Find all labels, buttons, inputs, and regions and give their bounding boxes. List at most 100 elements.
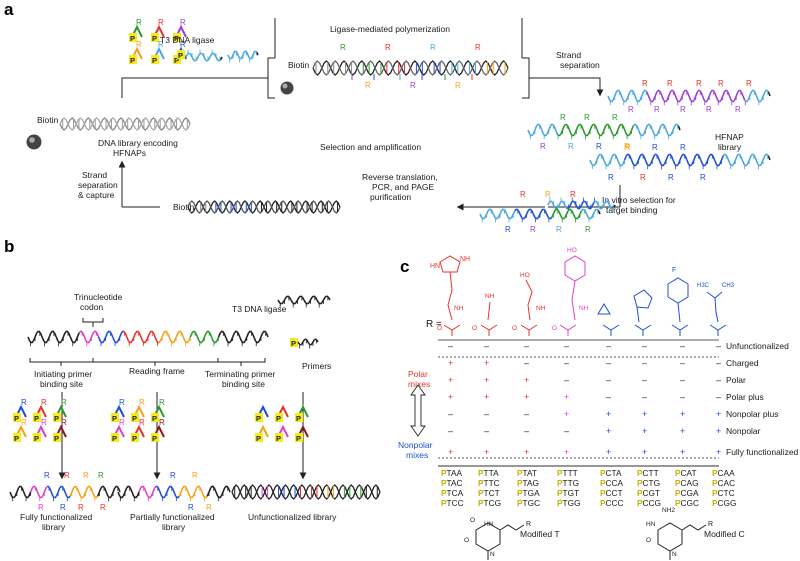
strand-segment	[308, 343, 311, 346]
helix-backbone	[59, 117, 191, 131]
strand-segment	[253, 50, 257, 53]
strand-segment	[148, 495, 152, 499]
strand-segment	[705, 99, 709, 103]
strand-sep-label: Strand separation	[556, 50, 600, 70]
row-label: Charged	[726, 358, 759, 368]
strand-segment	[617, 125, 621, 131]
r-group-label: R	[61, 418, 67, 427]
strand-segment	[53, 332, 57, 338]
strand-segment	[29, 340, 33, 344]
strand-segment	[681, 91, 685, 97]
strand-segment	[30, 340, 34, 344]
strand-segment	[630, 125, 635, 131]
matrix-cell: –	[448, 341, 453, 351]
phosphate-prefix: P	[712, 478, 718, 488]
strand-segment	[648, 163, 652, 167]
codon-bases: CTC	[718, 488, 735, 498]
strand-segment	[205, 59, 208, 62]
strand-segment	[215, 491, 219, 497]
strand-segment	[686, 91, 690, 97]
matrix-cell: +	[564, 447, 569, 457]
phosphate-label: P	[14, 434, 19, 443]
strand-segment	[50, 491, 54, 497]
codon-label: PTGC	[517, 498, 540, 508]
strand-segment	[227, 54, 230, 59]
matrix-cell: –	[716, 358, 721, 368]
phosphate-label: P	[132, 434, 137, 443]
strand-segment	[119, 332, 123, 338]
phosphate-prefix: P	[600, 468, 606, 478]
strand-segment	[490, 210, 495, 215]
strand-segment	[672, 125, 676, 131]
phosphate-label: P	[34, 434, 39, 443]
row-label: Fully functionalized	[726, 447, 799, 457]
strand-segment	[71, 340, 75, 344]
r-group-label: R	[159, 398, 165, 407]
phosphate-prefix: P	[712, 468, 718, 478]
strand-segment	[246, 51, 249, 56]
strand-segment	[689, 163, 693, 167]
strand-segment	[594, 125, 598, 131]
matrix-cell: –	[606, 358, 611, 368]
atom-label: HN	[484, 521, 494, 528]
matrix-cell: +	[448, 447, 453, 457]
matrix-cell: –	[564, 341, 569, 351]
matrix-cell: +	[716, 426, 721, 436]
atom-label: H3C	[697, 283, 710, 289]
strand-segment	[649, 125, 654, 131]
r-group-label: R	[560, 113, 566, 122]
matrix-cell: –	[606, 375, 611, 385]
phosphate-prefix: P	[675, 478, 681, 488]
codon-bases: CCT	[606, 488, 623, 498]
matrix-cell: –	[680, 341, 685, 351]
strand-segment	[50, 330, 54, 334]
strand-segment	[205, 330, 209, 334]
strand-segment	[76, 332, 80, 338]
strand-segment	[580, 201, 584, 206]
r-group-label: R	[700, 173, 706, 182]
strand-segment	[96, 332, 100, 338]
strand-segment	[592, 210, 596, 215]
strand-segment	[541, 208, 544, 212]
strand-segment	[218, 495, 222, 499]
strand-segment	[57, 487, 61, 493]
strand-segment	[283, 296, 287, 301]
phosphate-prefix: P	[600, 478, 606, 488]
r-group-label: R	[596, 142, 602, 151]
strand-segment	[727, 159, 731, 165]
strand-segment	[120, 330, 124, 334]
codon-bracket	[82, 318, 104, 327]
strand-segment	[658, 159, 662, 165]
r-group-label: R	[608, 173, 614, 182]
strand-segment	[620, 95, 624, 101]
strand-segment	[239, 336, 243, 342]
strand-segment	[238, 57, 242, 60]
strand-segment	[722, 91, 726, 97]
strand-segment	[627, 133, 631, 137]
strand-segment	[614, 91, 618, 97]
strand-segment	[580, 125, 585, 131]
strand-segment	[597, 204, 601, 209]
matrix-cell: +	[606, 447, 611, 457]
strand-segment	[568, 204, 572, 209]
r-group-label: R	[180, 40, 186, 49]
strand-segment	[494, 216, 498, 220]
strand-segment	[637, 99, 641, 103]
strand-segment	[265, 332, 269, 338]
r-group-label: R	[159, 418, 165, 427]
strand-segment	[303, 299, 307, 304]
r-group-label: R	[545, 190, 551, 199]
codon-bases: CTA	[606, 468, 622, 478]
matrix-cell: +	[716, 447, 721, 457]
strand-segment	[623, 155, 628, 161]
strand-segment	[134, 495, 138, 499]
strand-segment	[48, 332, 52, 338]
strand-segment	[610, 99, 614, 103]
strand-segment	[201, 491, 205, 497]
phosphate-box	[290, 338, 298, 347]
strand-segment	[301, 296, 305, 301]
strand-segment	[679, 155, 683, 161]
strand-segment	[740, 91, 744, 97]
modified-c-label: Modified C	[704, 529, 745, 539]
